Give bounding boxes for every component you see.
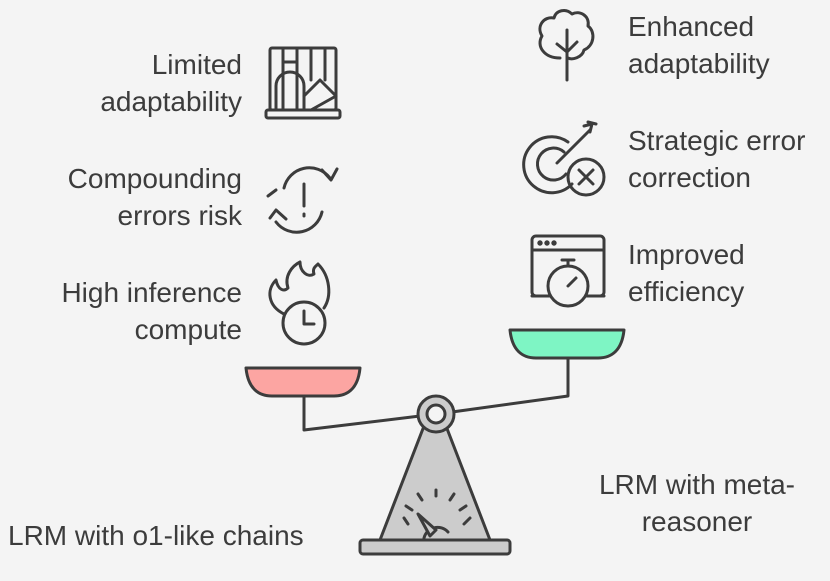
gauge-icon (402, 488, 472, 540)
right-item-strategic-error: Strategic error correction (628, 122, 805, 196)
right-item-3-line1: Improved (628, 239, 745, 270)
left-item-2-line2: errors risk (117, 200, 242, 231)
right-caption: LRM with meta- reasoner (568, 466, 826, 540)
left-item-1-line2: adaptability (100, 86, 242, 117)
right-item-1-line2: adaptability (628, 48, 770, 79)
left-item-limited-adaptability: Limited adaptability (100, 46, 242, 120)
scale-base (358, 538, 512, 556)
target-correction-icon (522, 120, 606, 197)
right-item-enhanced-adaptability: Enhanced adaptability (628, 8, 770, 82)
scale-pivot (416, 394, 456, 434)
left-item-compounding-errors: Compounding errors risk (68, 160, 242, 234)
scale-pillar (378, 424, 492, 542)
left-item-3-line1: High inference (61, 277, 242, 308)
left-item-3-line2: compute (134, 314, 242, 345)
scale-beam (302, 354, 570, 432)
right-item-3-line2: efficiency (628, 276, 745, 307)
right-caption-line2: reasoner (641, 506, 753, 537)
error-cycle-icon (266, 166, 339, 234)
right-item-1-line1: Enhanced (628, 11, 755, 42)
right-item-improved-efficiency: Improved efficiency (628, 236, 745, 310)
right-caption-line1: LRM with meta- (598, 469, 796, 500)
stopwatch-window-icon (530, 234, 606, 308)
right-item-2-line1: Strategic error (628, 125, 806, 156)
burning-clock-icon (268, 260, 331, 346)
left-item-2-line1: Compounding (67, 163, 242, 194)
right-item-2-line2: correction (628, 162, 751, 193)
tree-icon (538, 9, 595, 82)
maze-icon (264, 46, 342, 120)
right-pan (508, 328, 626, 360)
left-pan (244, 366, 362, 398)
left-caption: LRM with o1-like chains (8, 520, 304, 551)
left-item-high-inference: High inference compute (61, 274, 242, 348)
left-item-1-line1: Limited (151, 49, 242, 80)
